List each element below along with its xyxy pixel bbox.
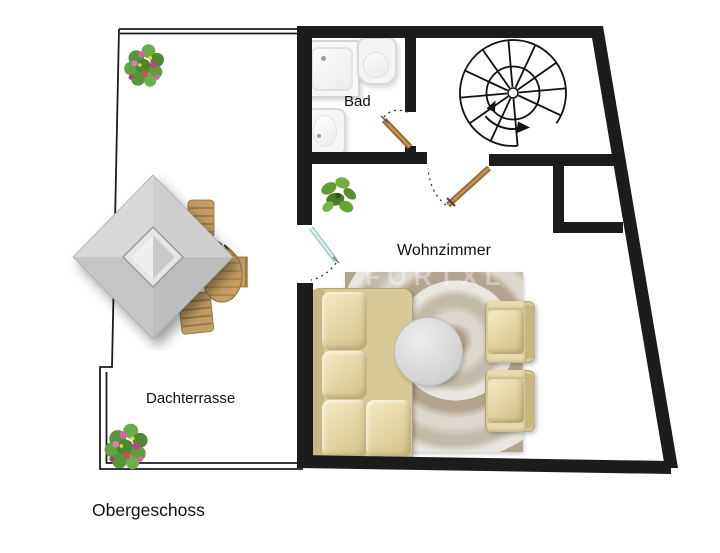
armchair-bottom: [485, 370, 535, 432]
sofa-cushion: [322, 351, 367, 399]
armchair-seat: [488, 310, 524, 354]
armchair-armrest: [487, 301, 527, 310]
sofa-cushion: [366, 400, 411, 458]
toilet: [357, 37, 397, 85]
corner-sofa: [310, 288, 413, 461]
sofa-cushion: [322, 292, 367, 350]
armchair-armrest: [487, 370, 527, 379]
shower: [304, 40, 360, 98]
washbasin: [306, 108, 346, 156]
armchair-seat: [488, 379, 524, 423]
shower-drain: [321, 56, 326, 61]
round-table: [394, 317, 463, 386]
washbasin-drain: [317, 134, 321, 138]
armchair-backrest: [525, 374, 535, 428]
sofa-backrest: [310, 288, 324, 461]
toilet-seat: [363, 52, 389, 78]
armchair-backrest: [525, 305, 535, 359]
armchair-top: [485, 301, 535, 363]
sofa-cushion: [322, 400, 367, 458]
shower-tray: [311, 47, 353, 91]
washbasin-bowl: [313, 115, 337, 147]
armchair-armrest: [487, 423, 527, 432]
armchair-armrest: [487, 354, 527, 363]
